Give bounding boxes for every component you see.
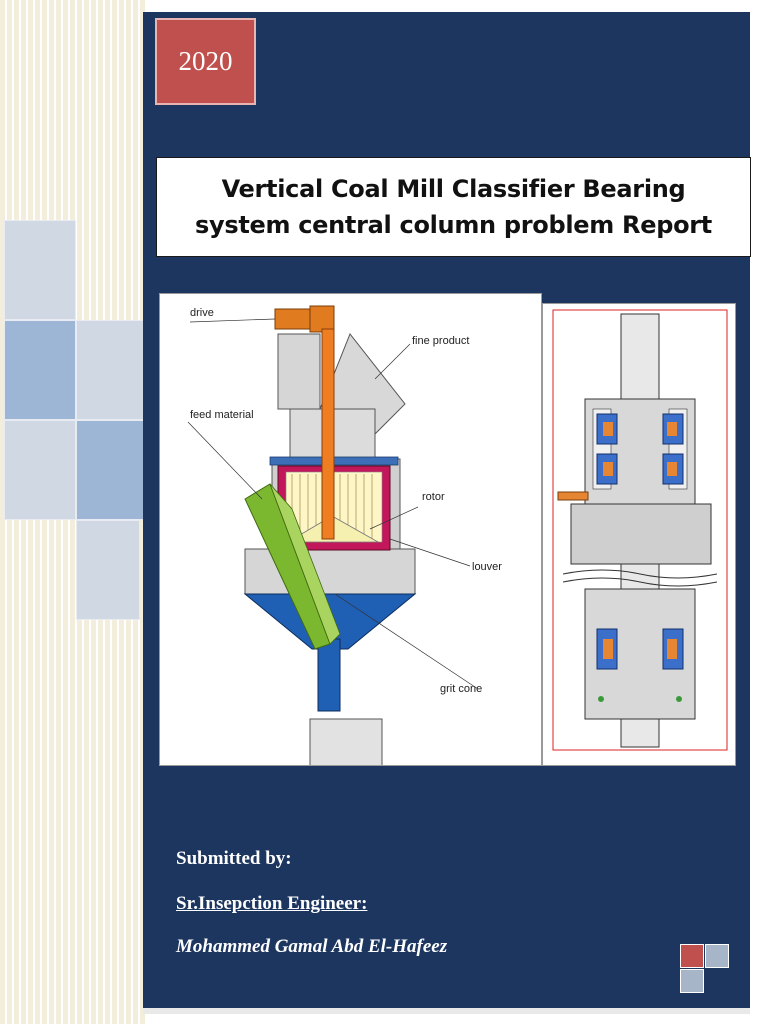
bearing-section-drawing [542, 303, 736, 766]
corner-square-red [680, 944, 704, 968]
panel-shadow [143, 1008, 750, 1014]
label-grit-cone: grit cone [440, 683, 482, 695]
engineer-role: Sr.Insepction Engineer: [176, 893, 368, 914]
decorative-tile [76, 320, 144, 420]
corner-square-grey [680, 969, 704, 993]
classifier-diagram: drive fine product feed material rotor l… [159, 293, 542, 766]
label-drive: drive [190, 307, 214, 319]
label-rotor: rotor [422, 491, 445, 503]
decorative-tile [4, 320, 76, 420]
label-louver: louver [472, 561, 502, 573]
title-line-2: system central column problem Report [195, 211, 712, 239]
title-box: Vertical Coal Mill Classifier Bearing sy… [156, 157, 751, 257]
author-name: Mohammed Gamal Abd El-Hafeez [176, 936, 448, 957]
submitted-by-label: Submitted by: [176, 848, 292, 869]
bearing-section-svg [552, 309, 728, 751]
label-feed-material: feed material [190, 409, 254, 421]
decorative-tile [76, 420, 144, 520]
label-fine-product: fine product [412, 335, 469, 347]
corner-square-grey [705, 944, 729, 968]
decorative-tile [4, 420, 76, 520]
decorative-tile [4, 220, 76, 320]
year-text: 2020 [178, 46, 233, 76]
decorative-tile [76, 520, 140, 620]
classifier-diagram-svg: drive fine product feed material rotor l… [187, 305, 502, 765]
title-line-1: Vertical Coal Mill Classifier Bearing [221, 175, 686, 203]
year-box: 2020 [155, 18, 256, 105]
